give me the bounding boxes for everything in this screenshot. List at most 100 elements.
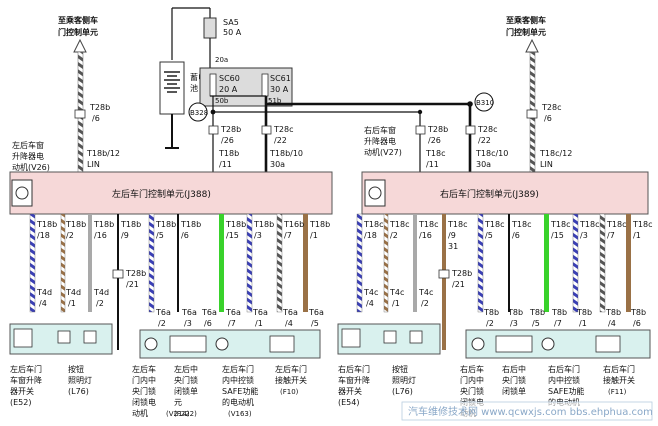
motor-icon: [215, 337, 229, 351]
svg-text:T18b: T18b: [65, 220, 86, 229]
wire: [303, 214, 308, 312]
left-unit-title: 左后车门控制单元(J388): [112, 188, 211, 200]
svg-text:/1: /1: [633, 231, 641, 240]
svg-text:器开关: 器开关: [338, 386, 362, 396]
right-t28c22-2: /22: [478, 136, 491, 145]
right-t28b26-1: T28b: [427, 125, 448, 134]
fuse-sc60-rating: 20 A: [219, 85, 238, 94]
left-t18b12-1: T18b/12: [86, 149, 120, 158]
left-t4d1-2: /1: [68, 299, 76, 308]
lock-module-box: [465, 329, 651, 359]
left-t4d2-1: T4d: [93, 288, 109, 297]
left-t18b10-2: 30a: [270, 160, 285, 169]
right-t4c2-1: T4c: [418, 288, 433, 297]
svg-text:(E54): (E54): [338, 398, 359, 407]
svg-text:/4: /4: [608, 319, 616, 328]
svg-text:(L76): (L76): [68, 387, 89, 396]
svg-text:B310: B310: [476, 99, 494, 107]
svg-text:闭锁单: 闭锁单: [174, 386, 198, 396]
right-motor-label-2: 升降器电: [364, 136, 396, 146]
svg-text:/5: /5: [485, 231, 493, 240]
fuse-sc60-label: SC60: [219, 74, 240, 83]
svg-text:T8b: T8b: [551, 308, 567, 317]
svg-text:T6a: T6a: [252, 308, 268, 317]
svg-text:央门锁: 央门锁: [460, 386, 484, 396]
lamp-icon: [383, 330, 397, 344]
switch-icon: [83, 330, 97, 344]
switch-icon: [409, 330, 423, 344]
svg-text:门内中: 门内中: [460, 375, 484, 385]
connector-icon: [74, 109, 86, 119]
right-top-section: 至乘客侧车 门控制单元 T28c /6 T18c/12 LIN 右后车窗 升降器…: [364, 15, 572, 173]
svg-text:右后中: 右后中: [502, 364, 526, 374]
arrow-up-icon: [73, 38, 87, 53]
svg-text:B328: B328: [190, 109, 208, 117]
svg-text:/15: /15: [551, 231, 564, 240]
comp-v214-label: 左后车 门内中 央门锁 闭锁电 动机 (V214): [132, 364, 190, 418]
svg-text:(F11): (F11): [608, 388, 627, 396]
fuse-sc60-icon: [209, 73, 217, 97]
right-motor-label-3: 动机(V27): [364, 147, 402, 157]
svg-text:/15: /15: [226, 231, 239, 240]
svg-text:T6a: T6a: [201, 308, 217, 317]
svg-text:T18c: T18c: [579, 220, 599, 229]
svg-text:车窗升降: 车窗升降: [10, 375, 42, 385]
switch-icon: [495, 335, 533, 353]
left-t28b21-1: T28b: [125, 269, 146, 278]
svg-text:T18b: T18b: [253, 220, 274, 229]
right-t18c11-2: /11: [426, 160, 439, 169]
svg-text:(V163): (V163): [228, 410, 252, 418]
svg-text:照明灯: 照明灯: [392, 375, 416, 385]
right-bottom-section: T18c /18 T18c /2 T18c /16 T18c /9 31 T18…: [337, 213, 652, 418]
svg-text:/5: /5: [311, 319, 319, 328]
right-top-label-1: 至乘客侧车: [506, 15, 546, 25]
fuse-sa5-icon: [203, 17, 217, 39]
fuse-sc61-icon: [261, 73, 269, 97]
svg-text:右后车门: 右后车门: [603, 364, 635, 374]
left-top-label-1: 至乘客侧车: [58, 15, 98, 25]
left-t18b10-1: T18b/10: [269, 149, 303, 158]
left-t28b26-2: /26: [221, 136, 234, 145]
right-t18c11-1: T18c: [425, 149, 445, 158]
battery-label-1: 蓄电: [190, 72, 206, 82]
left-t4d4-2: /4: [39, 299, 47, 308]
right-t18c10-2: 30a: [476, 160, 491, 169]
svg-text:/6: /6: [204, 319, 212, 328]
svg-text:右后车门: 右后车门: [548, 364, 580, 374]
connector-icon: [526, 109, 538, 119]
svg-text:T18c: T18c: [511, 220, 531, 229]
svg-text:接触开关: 接触开关: [603, 375, 635, 385]
wire: [117, 214, 119, 350]
svg-text:(L76): (L76): [392, 387, 413, 396]
right-t8b-labels: T8b /2 T8b /3 T8b /5 T8b /7 T8b /1 T8b /…: [483, 308, 646, 328]
svg-text:/7: /7: [284, 231, 292, 240]
svg-text:T8b: T8b: [576, 308, 592, 317]
right-t4c1-2: /1: [392, 299, 400, 308]
node-b310: B310: [474, 92, 494, 112]
svg-text:央门锁: 央门锁: [502, 375, 526, 385]
right-t4c4-1: T4c: [363, 288, 378, 297]
svg-text:/7: /7: [554, 319, 562, 328]
connector-icon: [208, 125, 219, 135]
right-t28c22-1: T28c: [477, 125, 497, 134]
wire: [599, 213, 606, 313]
svg-text:T18c: T18c: [484, 220, 504, 229]
right-top-label-2: 门控制单元: [506, 27, 546, 37]
svg-text:T18c: T18c: [550, 220, 570, 229]
svg-text:(V214): (V214): [166, 410, 190, 418]
connector-icon: [465, 125, 476, 135]
fuse-sc61-rating: 30 A: [270, 85, 289, 94]
switch-icon: [595, 335, 621, 353]
comp-v164-label: 右后车门 内中控锁 SAFE功能 的电动机: [548, 364, 584, 407]
svg-text:T6a: T6a: [308, 308, 324, 317]
comp-v163-label: 左后车门 内中控锁 SAFE功能 的电动机 (V163): [222, 364, 258, 418]
svg-text:的电动机: 的电动机: [222, 397, 254, 407]
left-top-label-2: 门控制单元: [58, 27, 98, 37]
svg-text:/3: /3: [580, 231, 588, 240]
fuse-sc61-label: SC61: [270, 74, 291, 83]
right-t4c2-2: /2: [421, 299, 429, 308]
svg-text:左后车: 左后车: [132, 364, 156, 374]
motor-icon: [144, 337, 158, 351]
svg-text:/2: /2: [486, 319, 494, 328]
